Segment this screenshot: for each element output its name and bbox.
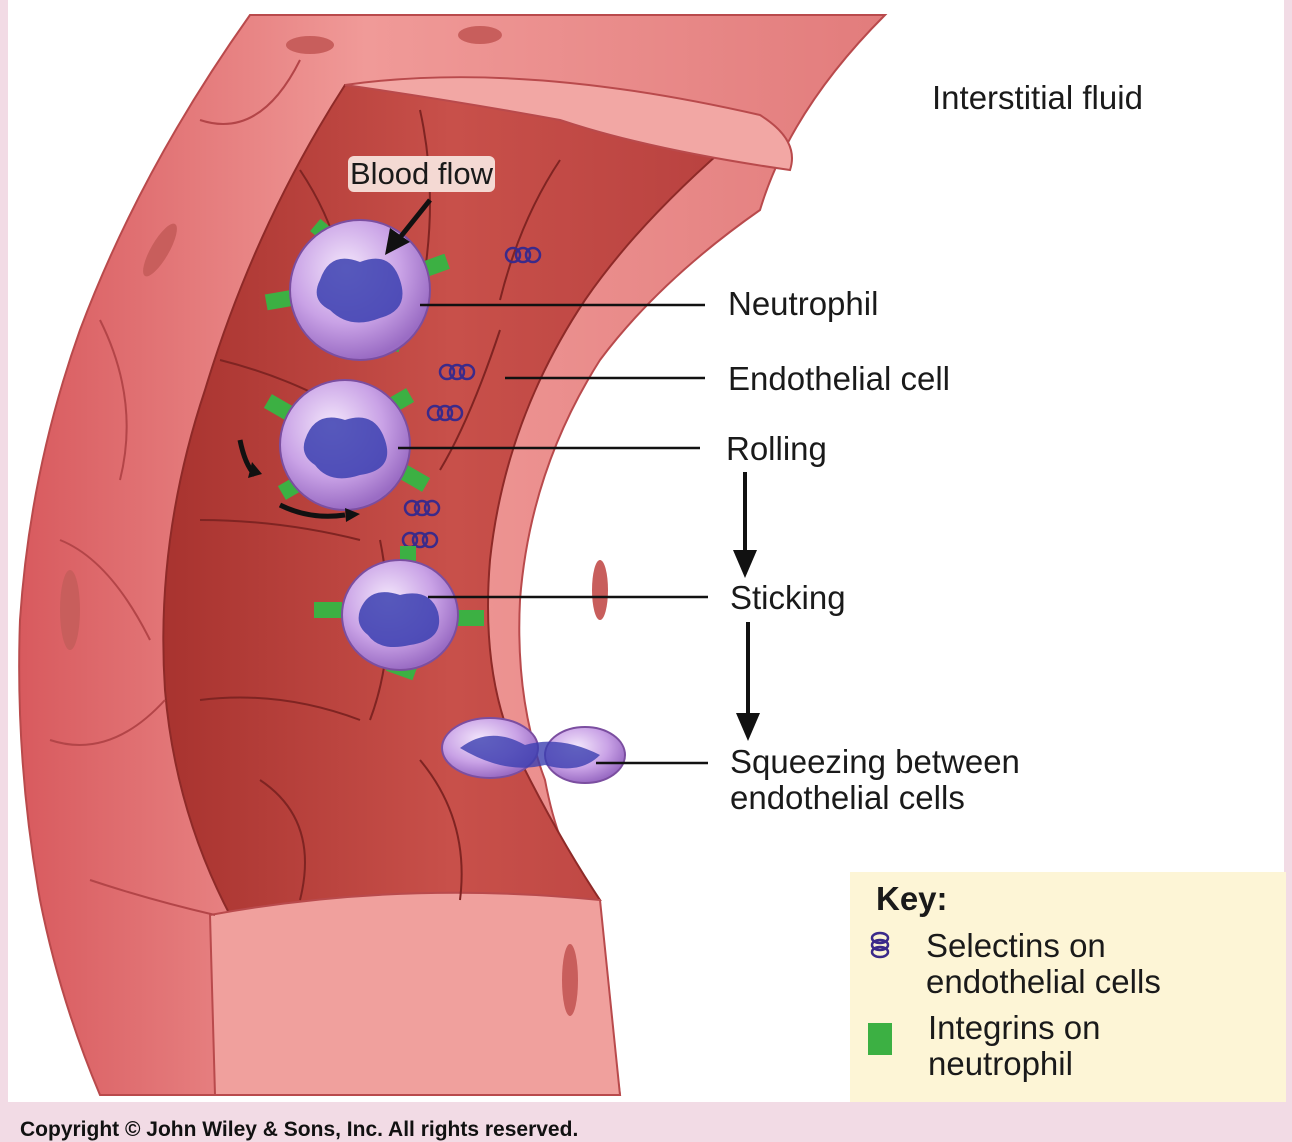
key-integrins-line2: neutrophil bbox=[928, 1046, 1073, 1082]
squeezing-label-line2: endothelial cells bbox=[730, 780, 965, 816]
rolling-label: Rolling bbox=[726, 431, 827, 467]
key-title: Key: bbox=[876, 880, 948, 918]
key-selectins-line1: Selectins on bbox=[926, 928, 1106, 964]
key-integrins-line1: Integrins on bbox=[928, 1010, 1100, 1046]
vessel-bottom-rim bbox=[210, 893, 620, 1095]
key-selectins-line2: endothelial cells bbox=[926, 964, 1161, 1000]
interstitial-fluid-label: Interstitial fluid bbox=[932, 80, 1143, 116]
squeezing-label-line1: Squeezing between bbox=[730, 744, 1020, 780]
endothelial-cell-label: Endothelial cell bbox=[728, 361, 950, 397]
sticking-label: Sticking bbox=[730, 580, 846, 616]
neutrophil-label: Neutrophil bbox=[728, 286, 878, 322]
blood-flow-label: Blood flow bbox=[348, 156, 495, 192]
copyright-notice: Copyright © John Wiley & Sons, Inc. All … bbox=[20, 1118, 578, 1142]
